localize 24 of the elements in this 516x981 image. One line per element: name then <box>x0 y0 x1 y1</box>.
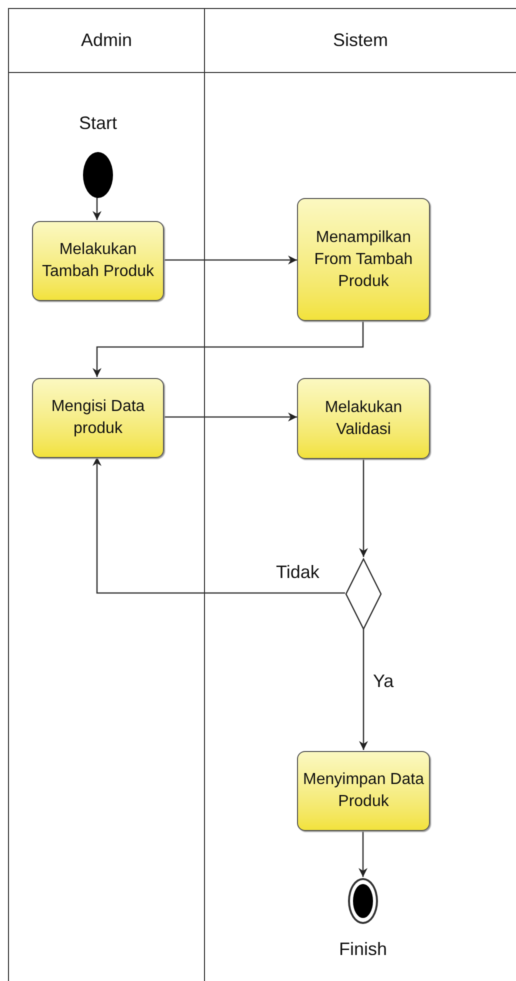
arrow <box>163 256 297 264</box>
arrow <box>92 197 102 220</box>
arrow <box>359 458 368 557</box>
swimlane <box>8 8 205 981</box>
action-box <box>297 751 430 831</box>
action-text: Melakukan Tambah Produk <box>40 240 156 282</box>
lane-title: Admin <box>80 29 132 52</box>
lane-title: Sistem <box>332 29 388 52</box>
action-box <box>32 221 164 301</box>
action-text: Menyimpan Data Produk <box>302 770 425 812</box>
arrow <box>92 320 364 377</box>
arrow <box>359 629 368 750</box>
decision-diamond <box>345 558 382 630</box>
action-box <box>32 378 164 458</box>
action-box <box>297 378 430 459</box>
arrow <box>92 457 345 594</box>
node-caption: Start <box>79 112 117 135</box>
node-caption: Finish <box>339 938 387 961</box>
action-text: Melakukan Validasi <box>324 398 404 440</box>
action-text: Menampilkan From Tambah Produk <box>313 228 414 292</box>
arrow <box>163 412 297 422</box>
action-box <box>297 198 430 321</box>
arrow <box>358 830 368 877</box>
action-text: Mengisi Data produk <box>50 397 146 439</box>
